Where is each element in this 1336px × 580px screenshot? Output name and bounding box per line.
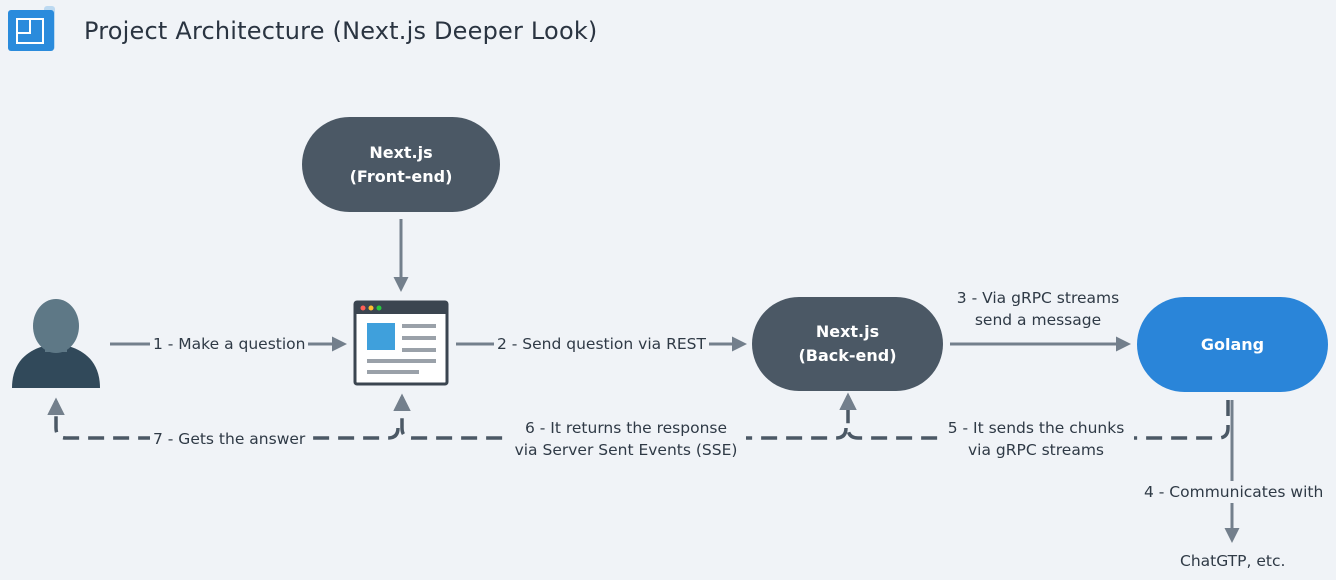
page-title: Project Architecture (Next.js Deeper Loo… (84, 17, 598, 45)
user-icon (12, 299, 100, 388)
backend-name: Next.js (815, 322, 880, 341)
edge-label-5-line2: via gRPC streams (967, 441, 1104, 459)
edge-label-6-line2: via Server Sent Events (SSE) (514, 441, 738, 459)
edge-label-5: 5 - It sends the chunks via gRPC streams (938, 417, 1134, 461)
browser-window-icon (353, 300, 449, 386)
edge-label-4: 4 - Communicates with (1142, 481, 1326, 503)
golang-node (1137, 297, 1328, 392)
frontend-name: Next.js (369, 143, 433, 162)
golang-node-label: Golang (1200, 335, 1265, 354)
edge-label-2: 2 - Send question via REST (494, 333, 709, 355)
edge-label-5-line1: 5 - It sends the chunks (947, 419, 1125, 437)
frontend-node-label: Next.js (Front-end) (302, 141, 500, 189)
arrow-7 (47, 397, 400, 440)
arrow-5 (839, 392, 1230, 440)
diagram-icon (8, 6, 55, 51)
backend-node-label: Next.js (Back-end) (752, 320, 943, 368)
frontend-role: (Front-end) (349, 167, 453, 186)
arrow-6 (393, 393, 848, 440)
edge-label-3-line2: send a message (974, 311, 1102, 329)
edge-label-7: 7 - Gets the answer (150, 428, 309, 450)
backend-role: (Back-end) (798, 346, 897, 365)
external-label: ChatGTP, etc. (1180, 550, 1286, 572)
backend-node (752, 297, 943, 391)
edge-label-1: 1 - Make a question (150, 333, 309, 355)
edge-label-3: 3 - Via gRPC streams send a message (950, 287, 1126, 331)
edge-label-6-line1: 6 - It returns the response (524, 419, 728, 437)
frontend-node (302, 117, 500, 212)
edge-label-6: 6 - It returns the response via Server S… (506, 417, 746, 461)
edge-label-3-line1: 3 - Via gRPC streams (956, 289, 1120, 307)
